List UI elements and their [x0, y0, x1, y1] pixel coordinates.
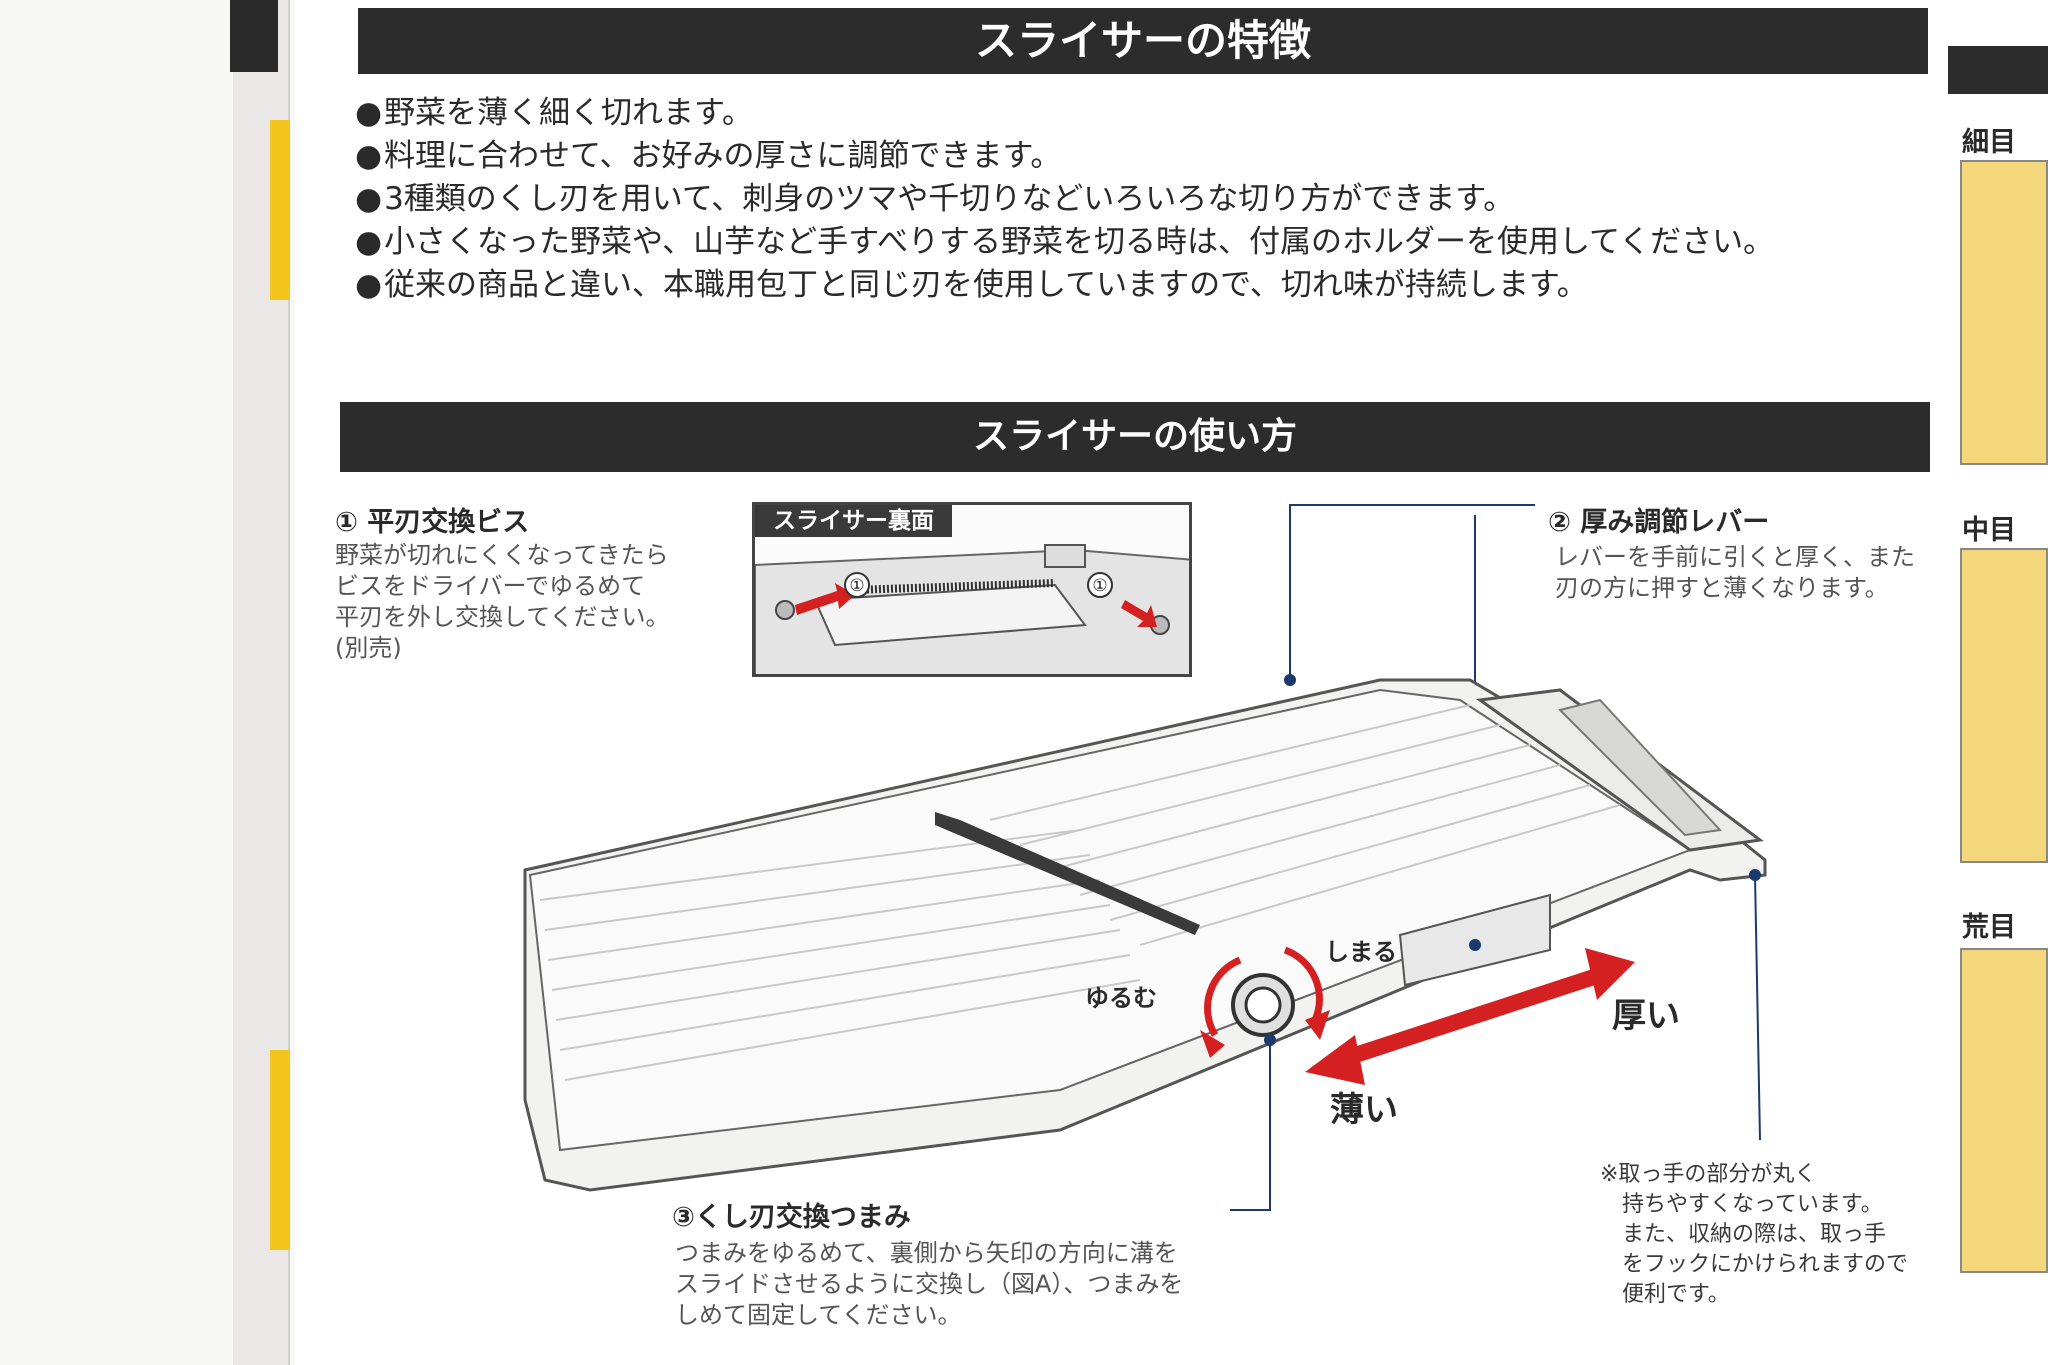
loosen-label: ゆるむ: [1085, 984, 1157, 1012]
inset-marker-1: ①: [1092, 576, 1107, 596]
feature-list: 野菜を薄く細く切れます。 料理に合わせて、お好みの厚さに調節できます。 3種類の…: [355, 92, 1774, 307]
feature-item: 野菜を薄く細く切れます。: [355, 92, 1774, 135]
thin-label: 薄い: [1330, 1090, 1398, 1130]
inset-title: スライサー裏面: [755, 505, 952, 537]
thumb-fine: [1960, 160, 2048, 465]
thumb-coarse: [1960, 948, 2048, 1273]
section-title-usage: スライサーの使い方: [340, 402, 1930, 472]
yellow-edge-tab: [270, 120, 290, 300]
thumb-label-coarse: 荒目: [1962, 912, 2016, 943]
feature-item: 従来の商品と違い、本職用包丁と同じ刃を使用していますので、切れ味が持続します。: [355, 264, 1774, 307]
thick-label: 厚い: [1612, 996, 1680, 1036]
label-thickness-lever-text: レバーを手前に引くと厚く、また 刃の方に押すと薄くなります。: [1555, 543, 1915, 602]
tighten-label: しまる: [1325, 938, 1397, 966]
label-blade-screw-text: 野菜が切れにくくなってきたら ビスをドライバーでゆるめて 平刃を外し交換してくだ…: [335, 541, 670, 662]
section-title-text: スライサーの特徴: [974, 16, 1311, 65]
label-thickness-lever-heading: ② 厚み調節レバー: [1548, 507, 1770, 538]
thumb-label-fine: 細目: [1962, 127, 2016, 158]
slicer-back-inset: スライサー裏面 ① ①: [752, 502, 1192, 677]
yellow-edge-tab: [270, 1050, 290, 1250]
inset-drawing: ① ①: [755, 544, 1189, 674]
label-comb-blade-knob-heading: ③くし刃交換つまみ: [672, 1202, 911, 1233]
inset-marker-1: ①: [849, 576, 864, 596]
feature-item: 3種類のくし刃を用いて、刺身のツマや千切りなどいろいろな切り方ができます。: [355, 178, 1774, 221]
feature-item: 料理に合わせて、お好みの厚さに調節できます。: [355, 135, 1774, 178]
label-comb-blade-knob-text: つまみをゆるめて、裏側から矢印の方向に溝を スライドさせるように交換し（図A）、…: [675, 1239, 1184, 1329]
feature-item: 小さくなった野菜や、山芋など手すべりする野菜を切る時は、付属のホルダーを使用して…: [355, 221, 1774, 264]
handle-note: ※取っ手の部分が丸く 持ちやすくなっています。 また、収納の際は、取っ手 をフッ…: [1600, 1162, 1909, 1307]
thumb-medium: [1960, 548, 2048, 863]
label-blade-screw-heading: ① 平刃交換ビス: [335, 507, 530, 538]
thumb-label-medium: 中目: [1962, 515, 2016, 546]
gutter-dark-corner: [230, 0, 278, 72]
section-title-features: スライサーの特徴: [358, 8, 1928, 74]
side-header-bar: [1948, 46, 2048, 94]
section-title-text: スライサーの使い方: [972, 416, 1297, 457]
